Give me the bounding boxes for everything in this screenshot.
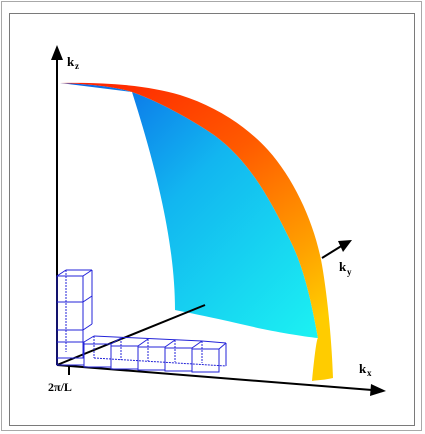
kx-arrowhead: [370, 384, 386, 396]
label-kx-sub: x: [367, 368, 372, 378]
kz-arrowhead: [51, 45, 63, 60]
ky-axis-line: [56, 304, 206, 366]
label-kz-sub: z: [75, 61, 79, 71]
ky-arrowhead: [338, 240, 352, 252]
kx-axis-line: [56, 364, 373, 391]
label-ky-main: k: [339, 259, 347, 274]
sphere-octant-inner-face: [60, 83, 318, 338]
label-kx: k x: [359, 361, 372, 378]
tick-label-2pi-over-L: 2π/L: [48, 380, 72, 394]
lattice-cubes: [56, 269, 227, 373]
ky-axis-extension: [321, 244, 344, 259]
label-kz-main: k: [67, 54, 75, 69]
label-kx-main: k: [359, 361, 367, 376]
label-ky: k y: [339, 259, 352, 277]
label-kz: k z: [67, 54, 79, 71]
cube-row-kx: [56, 335, 227, 373]
sphere-octant-rim: [60, 82, 333, 381]
label-ky-sub: y: [347, 267, 352, 277]
axis-arrowheads: [51, 45, 386, 396]
cube-stack-kz: [56, 269, 93, 359]
